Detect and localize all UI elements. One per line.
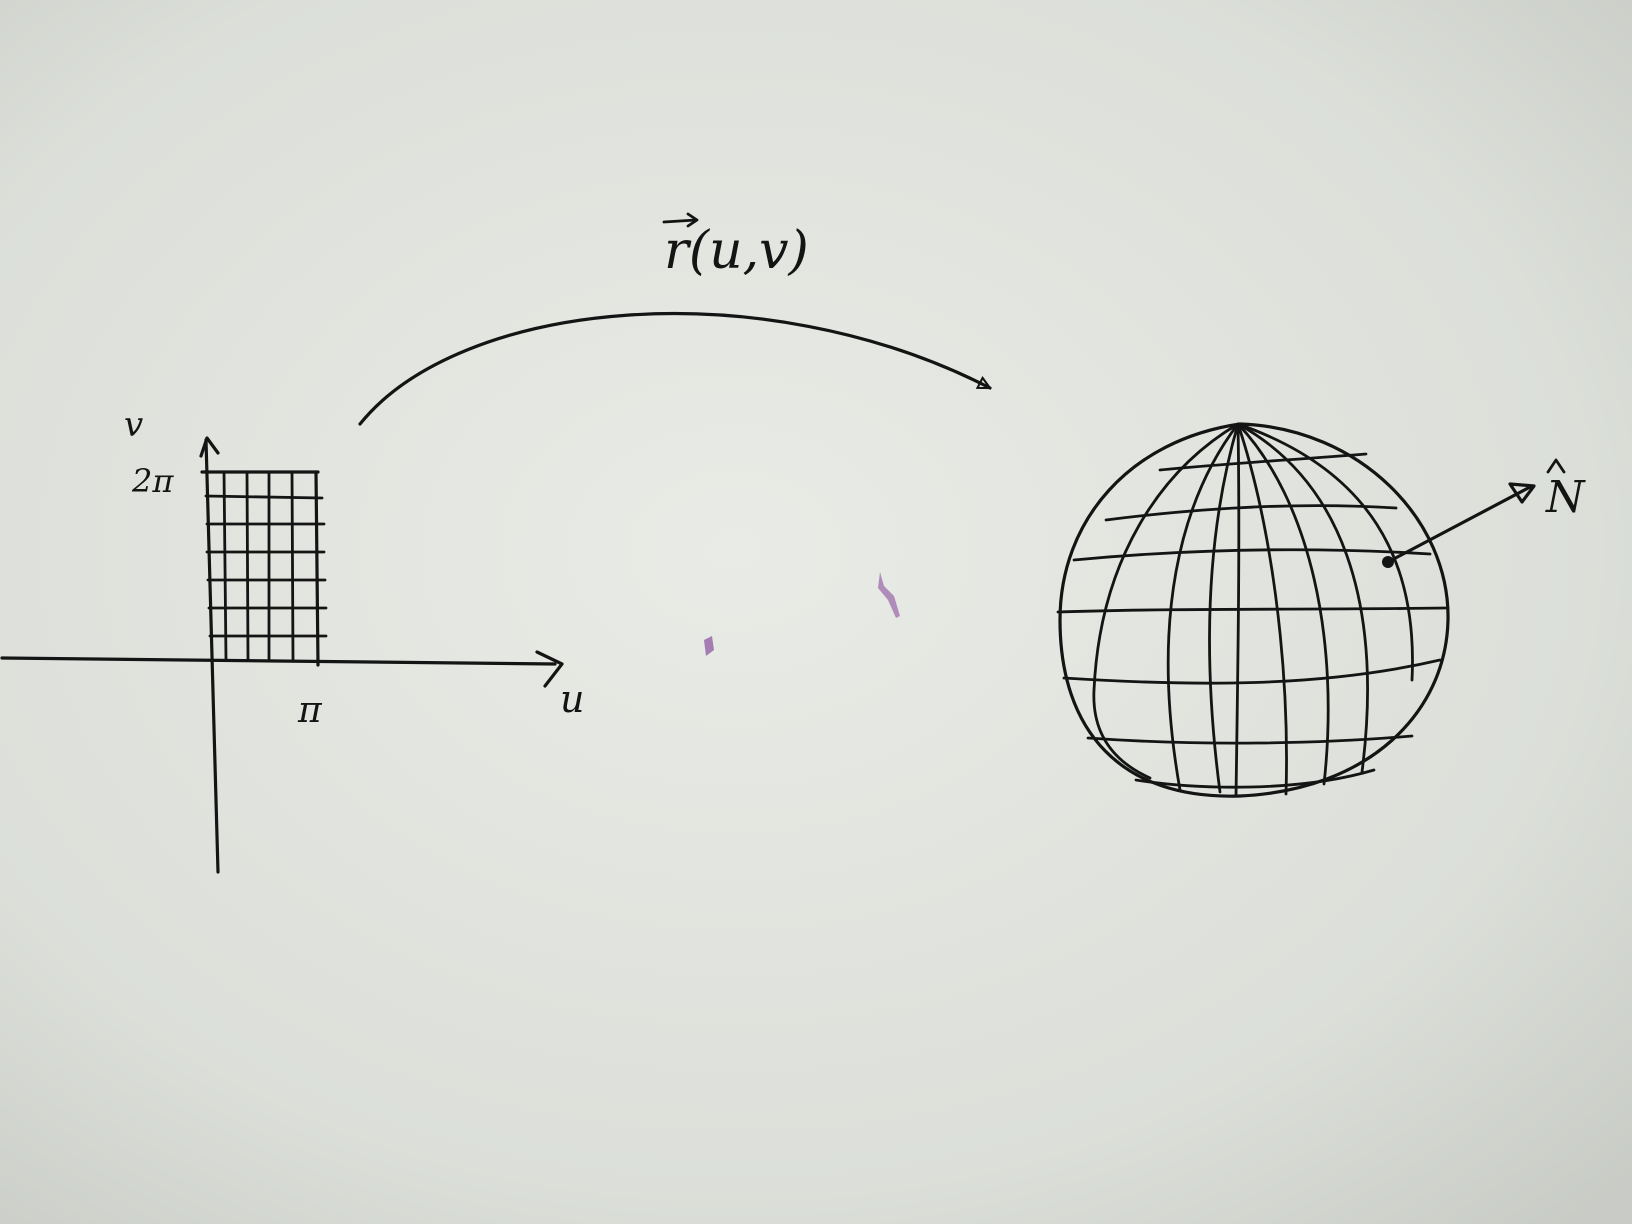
sphere-outline [1058,422,1450,798]
domain-plot: v 2π π u [0,405,584,874]
sphere: N [1056,422,1586,798]
v-axis-arrowhead [199,436,220,458]
vector-arrow-over-r [662,212,699,228]
smudge [878,572,900,618]
mapping-curve [358,312,990,426]
u-axis-arrowhead [535,650,564,688]
v-axis-label: v [124,405,143,445]
u-max-label: π [297,690,323,731]
normal-label: N [1545,472,1586,523]
normal-vector [1386,484,1534,564]
v-max-label: 2π [131,462,174,500]
smudge [704,636,714,656]
v-axis [204,438,220,874]
u-axis-label: u [560,677,584,721]
ink-smudges [704,572,900,656]
u-axis [0,656,557,666]
sphere-latitude-lines [1056,452,1448,789]
sphere-longitude-lines [1092,422,1414,798]
domain-grid [200,470,328,667]
mapping-arrow: r(u,v) [358,212,990,426]
normal-vector-arrowhead [1508,482,1536,504]
normal-hat [1546,458,1566,474]
mapping-label: r(u,v) [664,221,809,281]
